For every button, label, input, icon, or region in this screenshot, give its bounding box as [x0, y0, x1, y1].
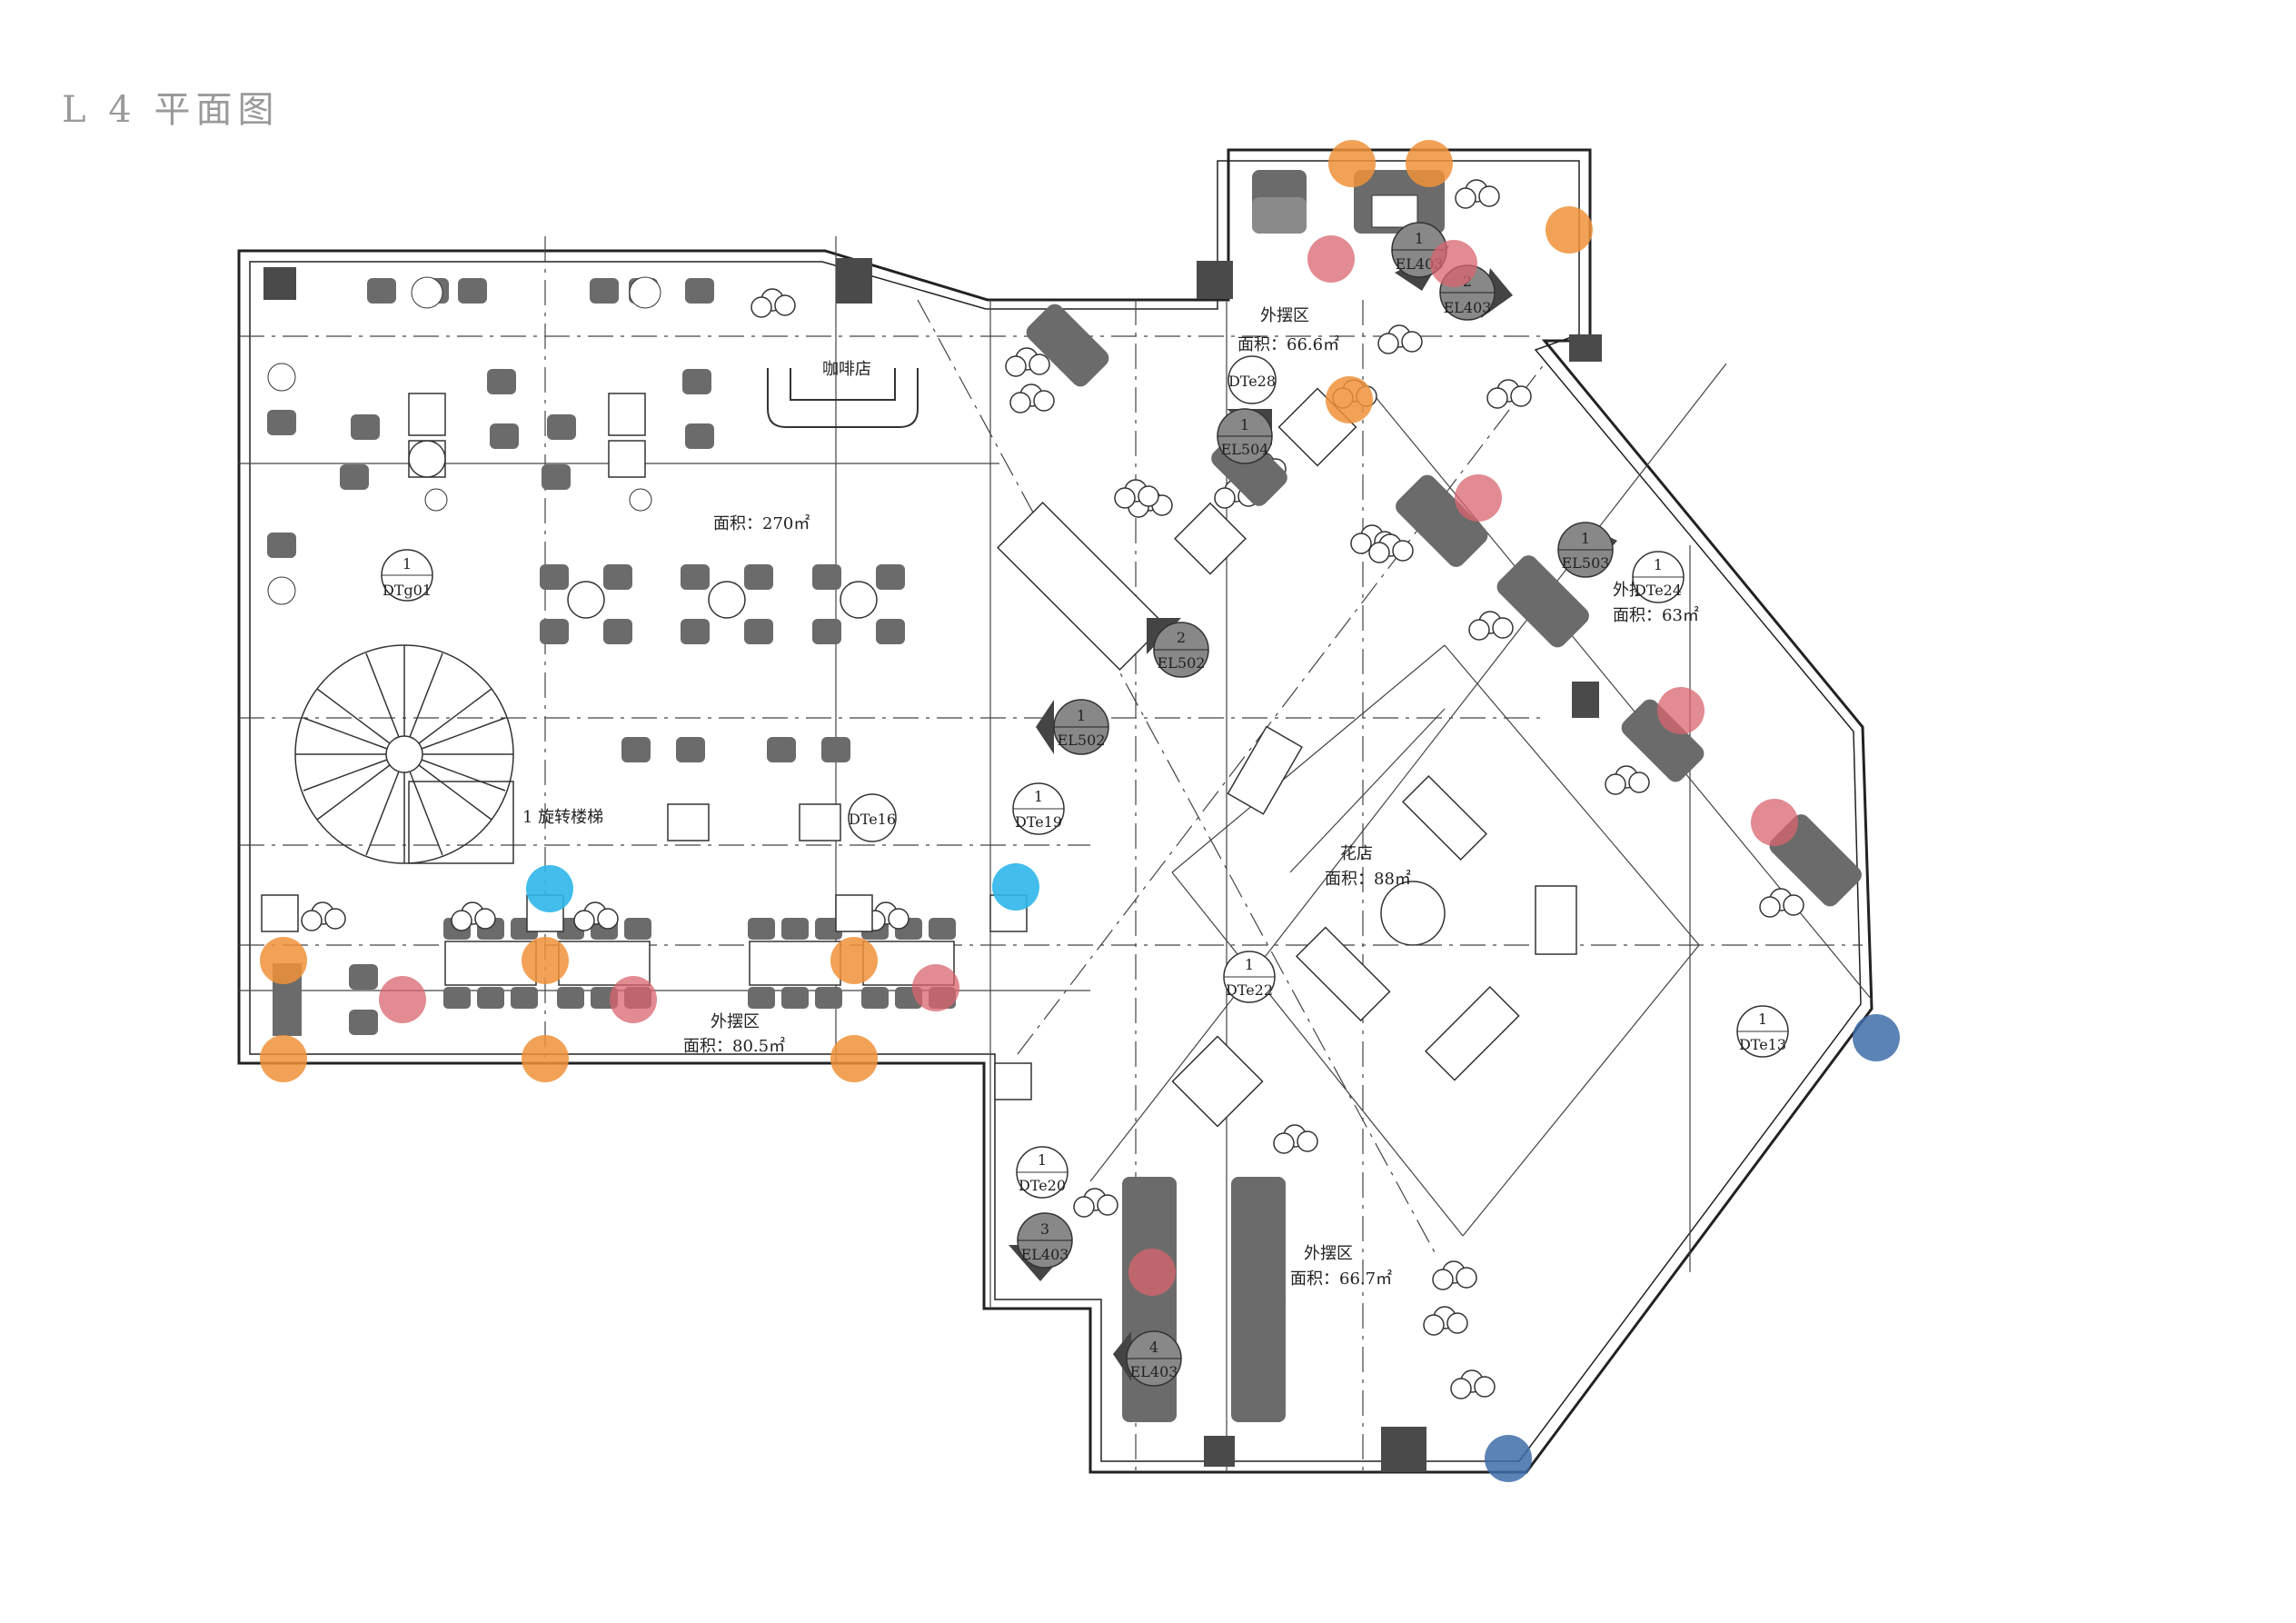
tag-dte20: 1 DTe20 — [1016, 1146, 1068, 1199]
tag-dte13: 1 DTe13 — [1736, 1005, 1789, 1058]
terrace-top-name: 外摆区 — [1260, 306, 1309, 325]
terrace-right-area: 面积：63㎡ — [1613, 605, 1699, 625]
orange-markers — [260, 140, 1593, 1082]
svg-text:1: 1 — [403, 555, 412, 573]
svg-text:DTe20: DTe20 — [1019, 1177, 1066, 1194]
tag-el502-1: 1 EL502 — [1036, 699, 1109, 755]
svg-text:DTe22: DTe22 — [1226, 981, 1273, 999]
spiral-stair-label: 1 旋转楼梯 — [522, 808, 603, 827]
tag-dtg01: 1 DTg01 — [381, 549, 433, 602]
svg-text:1: 1 — [1654, 556, 1663, 573]
svg-text:1: 1 — [1240, 416, 1249, 433]
svg-text:1: 1 — [1758, 1011, 1767, 1028]
svg-text:DTe16: DTe16 — [849, 811, 896, 828]
svg-text:1: 1 — [1581, 530, 1590, 547]
svg-text:DTe19: DTe19 — [1015, 813, 1062, 831]
tag-el504: 1 EL504 — [1217, 408, 1273, 464]
detail-tags: 1 DTg01 DTe28 DTe16 1 DTe19 1 DTe22 1 DT — [381, 355, 1789, 1199]
grid-lines — [239, 236, 1873, 1472]
flower-shop-area: 面积：88㎡ — [1325, 869, 1411, 889]
svg-text:1: 1 — [1415, 230, 1424, 247]
svg-text:1: 1 — [1034, 788, 1043, 805]
cafe-lounge-seating — [267, 276, 714, 605]
tag-dte16: DTe16 — [848, 793, 897, 842]
zone-labels: 面积：270㎡ 咖啡店 1 旋转楼梯 外摆区 面积：66.6㎡ 外摆区 面积：6… — [522, 306, 1699, 1289]
svg-text:DTe13: DTe13 — [1739, 1036, 1786, 1053]
cyan-markers — [526, 863, 1039, 912]
terrace-bottom-area: 面积：66.7㎡ — [1290, 1269, 1392, 1289]
tag-dte24: 1 DTe24 — [1632, 551, 1685, 603]
terrace-bottom-name: 外摆区 — [1304, 1244, 1353, 1263]
tag-el403-4: 4 EL403 — [1113, 1330, 1182, 1387]
structural-columns — [263, 258, 1602, 1472]
cafe-round-tables — [540, 564, 905, 841]
terrace-top-area: 面积：66.6㎡ — [1237, 334, 1339, 354]
top-terrace-tables — [750, 170, 1532, 518]
flower-shop-name: 花店 — [1340, 844, 1373, 863]
svg-text:EL403: EL403 — [1130, 1363, 1178, 1380]
tag-dte28: DTe28 — [1228, 355, 1277, 404]
terrace-left-name: 外摆区 — [711, 1012, 760, 1031]
svg-text:EL504: EL504 — [1221, 441, 1269, 458]
svg-text:4: 4 — [1149, 1339, 1158, 1356]
svg-text:2: 2 — [1177, 629, 1186, 646]
svg-text:1: 1 — [1077, 707, 1086, 724]
svg-text:1: 1 — [1038, 1151, 1047, 1169]
terrace-left-area: 面积：80.5㎡ — [683, 1036, 785, 1056]
spiral-staircase — [294, 644, 514, 864]
svg-text:EL502: EL502 — [1158, 654, 1206, 672]
svg-text:EL403: EL403 — [1444, 299, 1492, 316]
svg-text:EL403: EL403 — [1021, 1246, 1069, 1263]
cafe-counter — [767, 368, 919, 428]
svg-text:DTe24: DTe24 — [1635, 582, 1682, 599]
svg-text:EL503: EL503 — [1562, 554, 1610, 572]
tag-dte19: 1 DTe19 — [1012, 782, 1065, 835]
cafe-shop-label: 咖啡店 — [822, 360, 871, 379]
cafe-area-label: 面积：270㎡ — [713, 513, 810, 533]
tag-el503: 1 EL503 — [1557, 522, 1617, 578]
blue-markers — [1485, 1014, 1900, 1482]
svg-text:3: 3 — [1040, 1220, 1049, 1238]
tag-el403-3: 3 EL403 — [1009, 1212, 1073, 1281]
red-markers — [379, 235, 1798, 1296]
svg-text:DTg01: DTg01 — [383, 582, 432, 599]
tag-dte22: 1 DTe22 — [1223, 951, 1276, 1003]
building-outline — [237, 148, 1874, 1474]
elevation-tags: 1 EL403 2 EL403 1 EL504 1 EL503 — [1009, 222, 1617, 1387]
page-title: L 4 平面图 — [62, 89, 280, 131]
svg-text:EL502: EL502 — [1058, 732, 1106, 749]
tag-el502-2: 2 EL502 — [1147, 618, 1209, 678]
flower-shop-fixtures — [997, 502, 1577, 1081]
svg-text:1: 1 — [1245, 956, 1254, 973]
svg-text:DTe28: DTe28 — [1228, 373, 1276, 390]
